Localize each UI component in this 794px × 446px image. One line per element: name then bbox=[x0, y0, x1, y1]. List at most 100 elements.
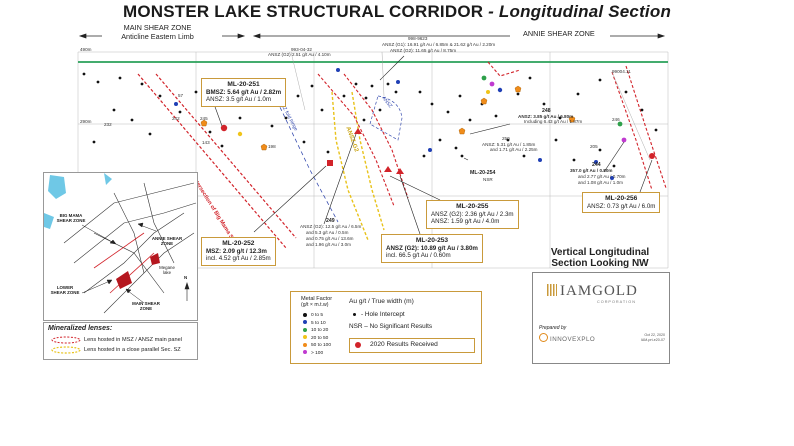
callout-ml-20-253: ML-20-253 ANSZ (G2): 10.89 g/t Au / 3.80… bbox=[381, 234, 483, 263]
callout-ml-20-255-line1: ANSZ (G2): 2.36 g/t Au / 2.3m bbox=[431, 210, 514, 218]
innovexplo-icon bbox=[539, 333, 548, 342]
metal-factor-swatch bbox=[303, 342, 307, 347]
pentagon-markers bbox=[200, 85, 576, 151]
hole-intercept-label: - Hole Intercept bbox=[361, 311, 405, 318]
innovexplo-name: INNOVEXPLO bbox=[550, 336, 596, 343]
metal-factor-swatch bbox=[303, 320, 307, 325]
metal-factor-row: 20 to 50 bbox=[303, 335, 349, 343]
callout-ml-20-256-title: ML-20-256 bbox=[605, 195, 638, 202]
metal-header: Au g/t / True width (m) bbox=[349, 298, 414, 305]
callout-ml-20-252-line1: MSZ: 2.09 g/t / 12.3m bbox=[206, 247, 267, 255]
results-received-label: 2020 Results Received bbox=[370, 341, 438, 348]
iamgold-name: IAMGOLD bbox=[560, 283, 638, 299]
hole-249-detail-2: and 5.3 g/t Au / 0.5m bbox=[306, 230, 349, 235]
lens-legend-title: Mineralized lenses: bbox=[48, 325, 113, 332]
hole-993-label: 993-04-32 bbox=[291, 47, 312, 52]
hole-249-label: 249 bbox=[326, 218, 335, 224]
section-caption-line2: Section Looking NW bbox=[551, 258, 649, 269]
metal-factor-label: 20 to 50 bbox=[311, 335, 329, 341]
metal-factor-row: > 100 bbox=[303, 350, 349, 358]
metal-nsr: NSR – No Significant Results bbox=[349, 323, 433, 330]
nsr-label: NSR bbox=[483, 177, 493, 182]
callout-ml-20-252: ML-20-252 MSZ: 2.09 g/t / 12.3m incl. 4.… bbox=[201, 237, 276, 266]
metal-hole: - Hole Intercept bbox=[353, 311, 405, 318]
depth-label-1: 490m bbox=[80, 47, 92, 52]
ansz-lens bbox=[317, 61, 667, 207]
hole-205-label: 205 bbox=[590, 144, 598, 149]
hole-250-detail-1: ANSZ: 5.31 g/t Au / 1.85m bbox=[482, 142, 536, 147]
hole-248-detail-2: Including 6.43 g/t Au / 1.87m bbox=[524, 119, 583, 124]
hole-245-label: 245 bbox=[200, 116, 208, 121]
callout-ml-20-255-title: ML-20-255 bbox=[456, 203, 489, 210]
inset-annie-label: ANNIE SHEAR ZONE bbox=[151, 236, 183, 246]
callout-ml-20-252-line2: incl. 4.52 g/t Au / 2.85m bbox=[206, 255, 271, 263]
metal-factor-swatch bbox=[303, 327, 307, 332]
hole-232-label: 232 bbox=[104, 122, 112, 127]
hole-998-label: 998-9623 bbox=[408, 36, 428, 41]
hole-249-detail-3: and 0.75 g/t Au / 13.6m bbox=[306, 236, 354, 241]
grid-lines bbox=[77, 51, 669, 269]
title-main: MONSTER LAKE STRUCTURAL CORRIDOR bbox=[122, 2, 484, 21]
page-title: MONSTER LAKE STRUCTURAL CORRIDOR - Longi… bbox=[0, 2, 794, 22]
metal-factor-row: 5 to 10 bbox=[303, 320, 349, 328]
hole-249-detail-1: ANSZ (G2): 12.5 g/t Au / 6.5m bbox=[300, 224, 362, 229]
2020-results bbox=[220, 124, 655, 174]
inset-megane-label: Megane lake bbox=[159, 265, 175, 275]
hole-248-label: 248 bbox=[542, 108, 551, 114]
hole-246-label: 246 bbox=[612, 117, 620, 122]
hole-249-detail-4: and 1.96 g/t Au / 3.0m bbox=[306, 242, 351, 247]
logo-ref: IAM-prt-e20-07 bbox=[640, 338, 665, 342]
callout-ml-20-256: ML-20-256 ANSZ: 0.73 g/t Au / 6.0m bbox=[582, 192, 661, 214]
ansz-g2-zone bbox=[331, 91, 385, 241]
callout-ml-20-251: ML-20-251 BMSZ: 5.64 g/t Au / 2.82m ANSZ… bbox=[201, 78, 287, 107]
hole-244-label: 244 bbox=[592, 162, 601, 168]
hole-242-label: 242 bbox=[172, 116, 180, 121]
metal-factor-markers bbox=[174, 68, 627, 180]
section-caption-line1: Vertical Longitudinal bbox=[550, 247, 650, 258]
metal-factor-label: 10 to 20 bbox=[311, 328, 329, 333]
hole-244-detail-1: 357.0 g/t Au / 0.80m bbox=[570, 168, 613, 173]
hole-244-detail-2: and 2.77 g/t Au / 0.70m bbox=[578, 174, 626, 179]
metal-factor-label: 50 to 100 bbox=[311, 343, 332, 348]
hole-998-detail-1: ANSZ (G1): 16.91 g/t Au / 6.85m & 21.62 … bbox=[382, 42, 496, 47]
main-shear-zone-header: MAIN SHEAR ZONE Anticline Eastern Limb bbox=[95, 23, 220, 41]
hole-993-detail: ANSZ (G2) 2.51 g/t Au / 4.10m bbox=[268, 52, 331, 57]
callout-ml-20-255: ML-20-255 ANSZ (G2): 2.36 g/t Au / 2.3m … bbox=[426, 200, 519, 229]
ml-20-254-label: ML-20-254 bbox=[470, 170, 496, 176]
logo-block: IAMGOLD CORPORATION Prepared by INNOVEXP… bbox=[532, 272, 670, 364]
metal-factor-swatch bbox=[303, 350, 307, 355]
prepared-by: Prepared by bbox=[539, 325, 567, 331]
inset-north-label: N bbox=[184, 275, 188, 280]
hole-intercept-dot bbox=[353, 312, 356, 316]
innovexplo-logo: INNOVEXPLO bbox=[539, 333, 595, 343]
logo-date: Oct 22, 2020 bbox=[644, 333, 665, 337]
hole-143-label: 143 bbox=[202, 140, 210, 145]
inset-big-mama-label: BIG MAMA SHEAR ZONE bbox=[56, 213, 86, 223]
callout-ml-20-251-line2: ANSZ: 3.5 g/t Au / 1.0m bbox=[206, 96, 271, 104]
lens-legend-msz: Lens hosted in MSZ / ANSZ main panel bbox=[84, 337, 182, 343]
metal-factor-label: > 100 bbox=[311, 350, 324, 356]
callout-ml-20-253-line1: ANSZ (G2): 10.89 g/t Au / 3.80m bbox=[386, 244, 478, 252]
callout-ml-20-253-line2: incl. 66.5 g/t Au / 0.60m bbox=[386, 252, 451, 260]
iamgold-bars-icon bbox=[547, 284, 557, 296]
results-received-box: 2020 Results Received bbox=[349, 338, 475, 353]
hole-244-detail-3: and 1.08 g/t Au / 1.0m bbox=[578, 180, 623, 185]
annie-shear-zone-header: ANNIE SHEAR ZONE bbox=[523, 29, 595, 38]
metal-factor-label: 5 to 10 bbox=[311, 320, 326, 326]
section-caption: Vertical Longitudinal Section Looking NW bbox=[530, 247, 670, 269]
header-arrows bbox=[78, 33, 666, 39]
inset-main-label: MAIN SHEAR ZONE bbox=[132, 301, 160, 311]
callout-ml-20-255-line2: ANSZ: 1.59 g/t Au / 4.0m bbox=[431, 218, 500, 226]
title-sub: - Longitudinal Section bbox=[483, 2, 672, 21]
hole-250-detail-2: and 1.71 g/t Au / 2.25m bbox=[490, 147, 538, 152]
callout-ml-20-251-line1: BMSZ: 5.64 g/t Au / 2.82m bbox=[206, 88, 282, 96]
inset-map: BIG MAMA SHEAR ZONE ANNIE SHEAR ZONE Meg… bbox=[43, 172, 198, 321]
metal-factor-swatch bbox=[303, 312, 307, 317]
hole-99004-label: 99004.11 bbox=[612, 69, 631, 74]
inset-lower-label: LOWER SHEAR ZONE bbox=[50, 285, 80, 295]
hole-250-label: 250 bbox=[502, 136, 510, 141]
hole-248-detail-1: ANSZ: 3.85 g/t Au / 6.80m bbox=[518, 114, 574, 119]
iamgold-sub: CORPORATION bbox=[597, 300, 636, 304]
